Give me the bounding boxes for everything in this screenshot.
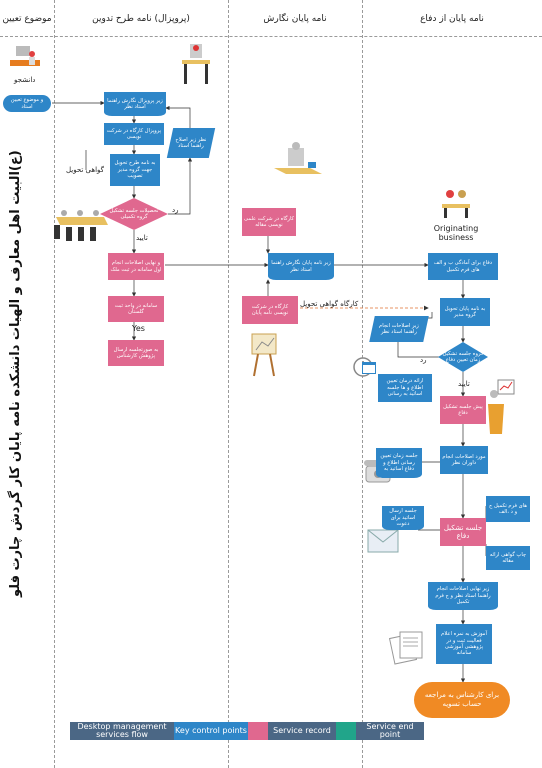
node-send-minutes[interactable]: به صورتجلسه ارسال پژوهش کارشناس (108, 340, 164, 366)
node-article-workshop[interactable]: کارگاه در شرکت علمی نویسی مقاله (242, 208, 296, 236)
node-committee-meeting[interactable]: تحصیلات جلسه تشکیل گروه تکمیلی (109, 207, 159, 220)
node-schedule-meeting[interactable]: گروه جلسه تشکیل زمان تعیین دفاع (442, 350, 484, 363)
node-advisor-revision-text: نظر زیر اصلاح راهنما استاد (175, 136, 207, 149)
document-stack-icon (388, 626, 432, 666)
approved-label: تایید (136, 234, 148, 242)
node-grade-submission[interactable]: آموزش به نمره اعلام فعالیت ثبت و در پژوه… (436, 624, 492, 664)
lane-divider (362, 0, 363, 768)
legend-swatch-service-end (336, 722, 356, 740)
node-thesis-workshop[interactable]: کارگاه در شرکت نویسی نامه پایان (242, 296, 298, 324)
connector (165, 105, 191, 128)
node-golestan-registration[interactable]: سامانه در واحد ثبت گلستان (108, 296, 164, 322)
lecturer-podium-icon (484, 378, 516, 436)
node-proposal-workshop[interactable]: پروپزال کارگاه در شرکت نویسی (104, 123, 164, 145)
node-notify-professors[interactable]: ارائه درمان تعیین اطلاع و ها جلسه اساتید… (378, 374, 432, 402)
node-referee-corrections[interactable]: مورد اصلاحات انجام داوران نظر (440, 446, 488, 474)
node-defense-forms[interactable]: دفاع برای آمادگی ب و الف های فرم تکمیل (428, 253, 498, 280)
reject-label-2: رد (420, 356, 427, 364)
calendar-icon (362, 362, 376, 374)
legend-service-end: Service end point (356, 722, 424, 740)
student-label: دانشجو (14, 76, 36, 84)
lane-header-writing: نامه پایان نگارش (263, 14, 327, 24)
node-advisor-corrections[interactable]: زیر اصلاحات انجام راهنما استاد نظر (369, 316, 429, 342)
lane-divider (54, 0, 55, 768)
node-final-corrections[interactable]: و نهایی اصلاحات انجام اول سامانه در ثبت … (108, 253, 164, 280)
node-send-invitation[interactable]: جلسه ارسال اساتید برای دعوت (382, 506, 424, 530)
node-final-revision[interactable]: زیر نهایی اصلاحات انجام راهنما استاد نظر… (428, 582, 498, 610)
decision-diamond (100, 198, 168, 230)
node-advisor-corrections-text: زیر اصلاحات انجام راهنما استاد نظر (379, 322, 419, 335)
connector (168, 157, 193, 215)
lane-header-defense: نامه پایان از دفاع (420, 14, 484, 24)
decision-diamond (438, 342, 488, 372)
approved-label-2: تایید (458, 380, 470, 388)
yes-label: Yes (132, 324, 145, 333)
node-thesis-writing[interactable]: زیر نامه پایان نگارش راهنما استاد نظر (268, 253, 334, 280)
legend-key-control: Key control points (174, 722, 248, 740)
business-meeting-icon (436, 186, 476, 220)
header-divider (0, 36, 542, 37)
node-forms-complete[interactable]: های فرم تکمیل ج و د ،الف (486, 496, 530, 522)
node-print-certificate[interactable]: چاپ گواهی ارائه مقاله (486, 546, 530, 570)
connector (395, 337, 440, 358)
workshop-certificate-label: کارگاه گواهی تحویل (300, 300, 359, 308)
node-settlement-end[interactable]: برای کارشناس به مراجعه حساب تسویه (414, 682, 510, 718)
writer-desk-icon (270, 140, 326, 184)
node-proposal-writing[interactable]: زیر پروپزال نگارش راهنما استاد نظر (104, 92, 166, 116)
node-defense-session[interactable]: جلسه تشکیل دفاع (440, 518, 486, 546)
lane-header-topic: موضوع تعیین (2, 14, 52, 24)
legend-service-record: Service record (268, 722, 336, 740)
certificate-label: گواهی تحویل (66, 166, 104, 174)
envelope-icon (366, 528, 400, 554)
node-submit-proposal[interactable]: به نامه طرح تحویل جهت گروه مدیر تصویب (110, 154, 160, 186)
node-defense-schedule[interactable]: جلسه زمان تعیین رسانی اطلاع و دفاع اساتی… (376, 448, 422, 478)
presentation-easel-icon (248, 332, 280, 378)
node-submit-thesis[interactable]: به نامه پایان تحویل گروه مدیر (440, 298, 490, 326)
student-computer-icon (8, 44, 44, 74)
meeting-room-icon (50, 205, 110, 245)
node-topic-start[interactable]: و موضوع تعیین استاد (3, 95, 51, 112)
originating-business-label: Originating business (433, 224, 479, 242)
professor-desk-icon (176, 40, 216, 86)
node-pre-defense[interactable]: پیش جلسه تشکیل دفاع (440, 396, 486, 424)
lane-divider (228, 0, 229, 768)
legend-swatch-service-record (248, 722, 268, 740)
legend-desktop-management: Desktop management services flow (70, 722, 174, 740)
lane-header-proposal: (پروپزال) نامه طرح تدوین (92, 14, 190, 24)
node-advisor-revision[interactable]: نظر زیر اصلاح راهنما استاد (166, 128, 216, 158)
reject-label: رد (172, 206, 179, 214)
